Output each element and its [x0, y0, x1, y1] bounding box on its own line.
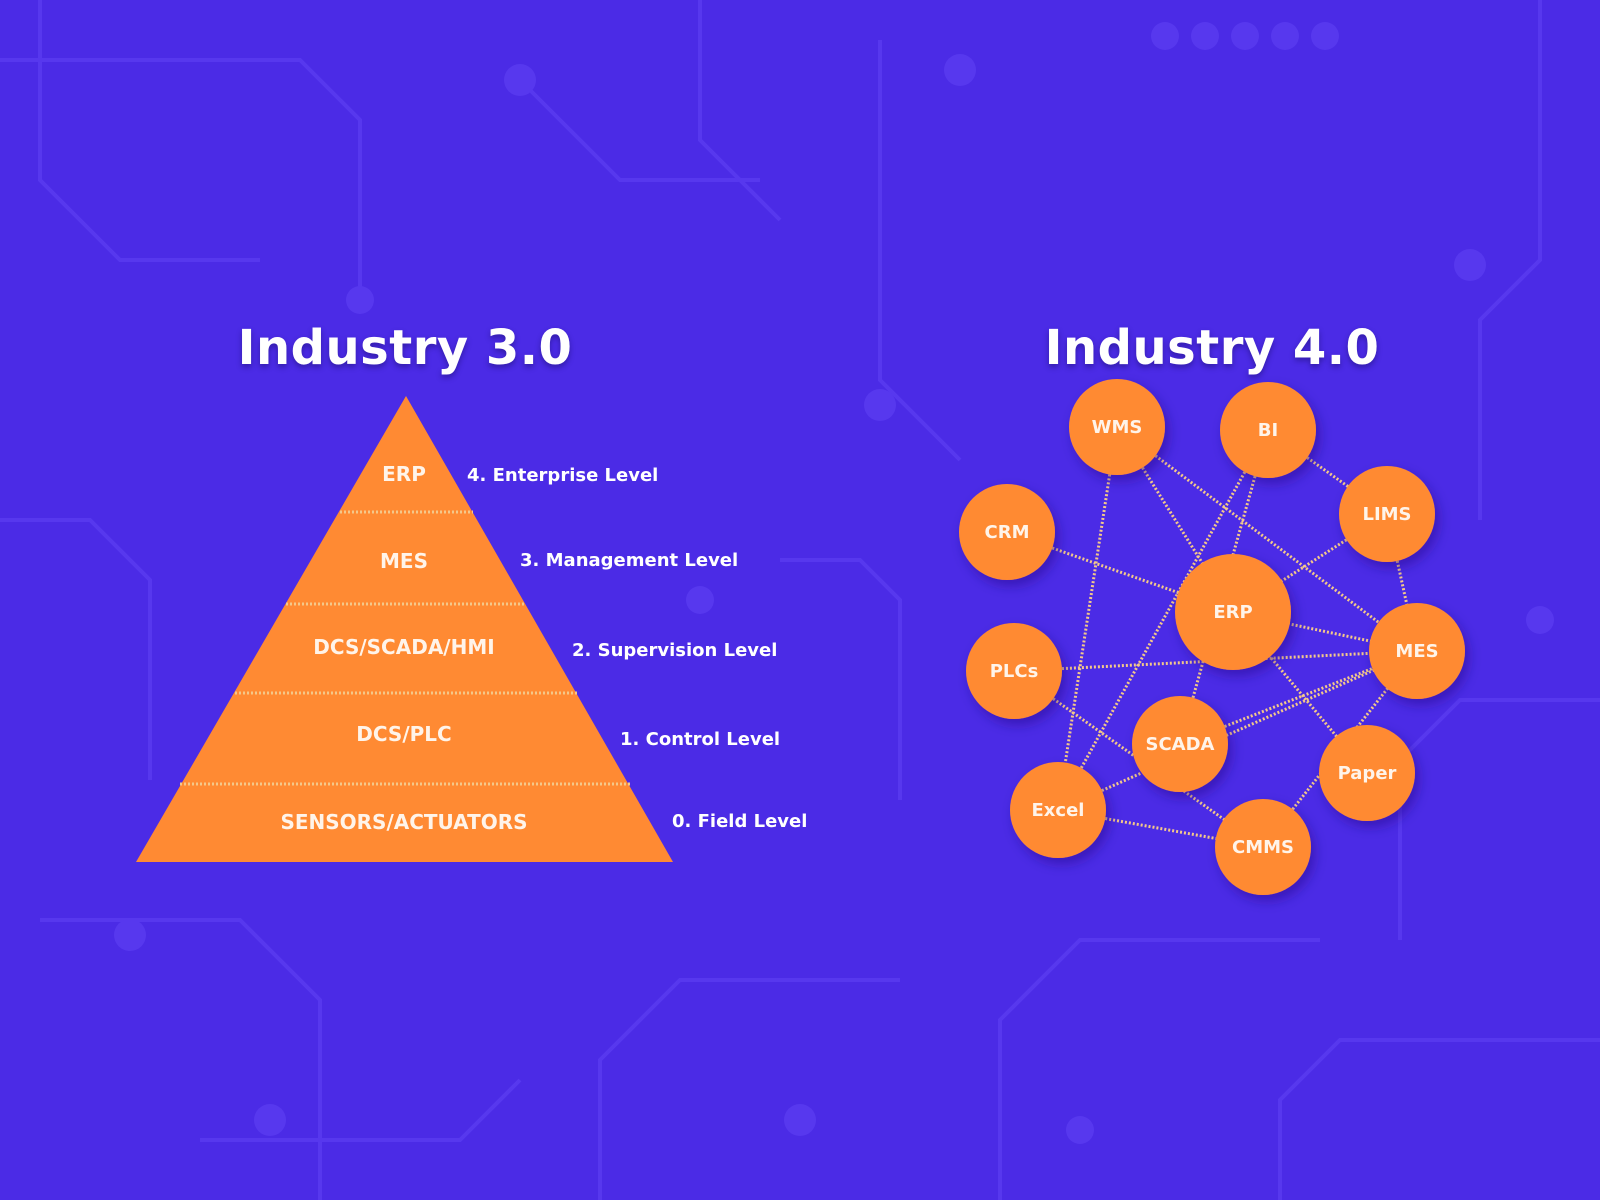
node-circle-erp [1175, 554, 1291, 670]
level-label-field: 0. Field Level [672, 811, 807, 832]
level-label-control: 1. Control Level [620, 729, 780, 750]
node-label-bi: BI [1258, 420, 1278, 441]
tier-label-plc: DCS/PLC [356, 722, 451, 746]
node-label-crm: CRM [985, 522, 1030, 543]
node-label-plcs: PLCs [990, 661, 1039, 682]
node-lims: LIMS [1339, 466, 1435, 562]
node-paper: Paper [1319, 725, 1415, 821]
node-circle-bi [1220, 382, 1316, 478]
level-label-enterprise: 4. Enterprise Level [467, 465, 658, 486]
node-circle-excel [1010, 762, 1106, 858]
node-scada: SCADA [1132, 696, 1228, 792]
node-crm: CRM [959, 484, 1055, 580]
node-label-erp: ERP [1213, 602, 1252, 623]
node-circle-mes [1369, 603, 1465, 699]
link-excel-mes [1057, 649, 1418, 812]
node-circle-scada [1132, 696, 1228, 792]
industry-3-title: Industry 3.0 [237, 320, 573, 377]
tier-label-mes: MES [380, 549, 428, 573]
node-mes: MES [1369, 603, 1465, 699]
node-plcs: PLCs [966, 623, 1062, 719]
node-circle-wms [1069, 379, 1165, 475]
link-bi-excel [1056, 429, 1270, 811]
tier-label-erp: ERP [382, 462, 426, 486]
node-circle-lims [1339, 466, 1435, 562]
network-diagram: WMS BI CRM LIMS ERP PLCs MES SCADA PaperExcelCMM… [959, 379, 1465, 895]
node-erp: ERP [1175, 554, 1291, 670]
link-wms-mes [1116, 425, 1418, 653]
node-label-mes: MES [1395, 641, 1438, 662]
node-circle-cmms [1215, 799, 1311, 895]
tier-label-sensors: SENSORS/ACTUATORS [280, 810, 527, 834]
pyramid-shape [136, 396, 673, 862]
node-circle-crm [959, 484, 1055, 580]
node-circle-plcs [966, 623, 1062, 719]
node-label-paper: Paper [1338, 763, 1397, 784]
node-circle-paper [1319, 725, 1415, 821]
level-label-management: 3. Management Level [520, 550, 738, 571]
industry-4-title: Industry 4.0 [1044, 320, 1380, 377]
node-label-lims: LIMS [1362, 504, 1411, 525]
node-label-cmms: CMMS [1232, 837, 1294, 858]
node-wms: WMS [1069, 379, 1165, 475]
node-bi: BI [1220, 382, 1316, 478]
node-label-excel: Excel [1032, 800, 1085, 821]
pyramid-diagram: ERP MES DCS/SCADA/HMI DCS/PLC SENSORS/AC… [136, 396, 807, 862]
node-excel: Excel [1010, 762, 1106, 858]
tier-label-scada: DCS/SCADA/HMI [313, 635, 494, 659]
level-label-supervision: 2. Supervision Level [572, 640, 777, 661]
node-cmms: CMMS [1215, 799, 1311, 895]
node-label-wms: WMS [1092, 417, 1143, 438]
link-erp-paper [1231, 611, 1369, 774]
link-wms-excel [1056, 426, 1119, 811]
node-label-scada: SCADA [1146, 734, 1215, 755]
